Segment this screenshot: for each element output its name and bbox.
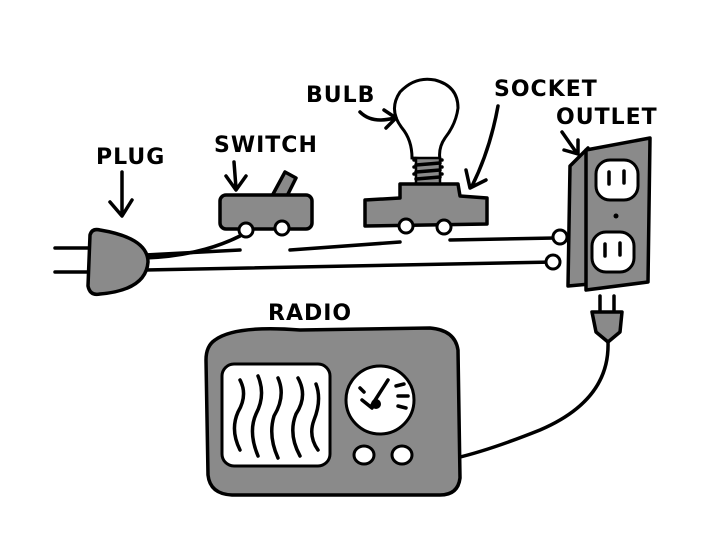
label-bulb: BULB: [306, 83, 375, 108]
arrow-bulb: [358, 108, 398, 130]
arrow-switch: [224, 160, 248, 192]
radio: [204, 326, 462, 497]
outlet: [544, 136, 652, 292]
label-switch: SWITCH: [214, 133, 318, 158]
arrow-outlet: [560, 130, 580, 156]
switch: [218, 170, 314, 239]
plug: [53, 227, 150, 297]
label-plug: PLUG: [96, 145, 165, 170]
arrow-socket: [464, 104, 500, 190]
label-outlet: OUTLET: [556, 105, 658, 130]
arrow-plug: [108, 170, 134, 218]
label-radio: RADIO: [268, 301, 352, 326]
socket: [363, 182, 489, 236]
label-socket: SOCKET: [494, 77, 598, 102]
bulb: [393, 77, 460, 186]
radio-plug: [454, 294, 624, 460]
wires: [143, 234, 557, 272]
